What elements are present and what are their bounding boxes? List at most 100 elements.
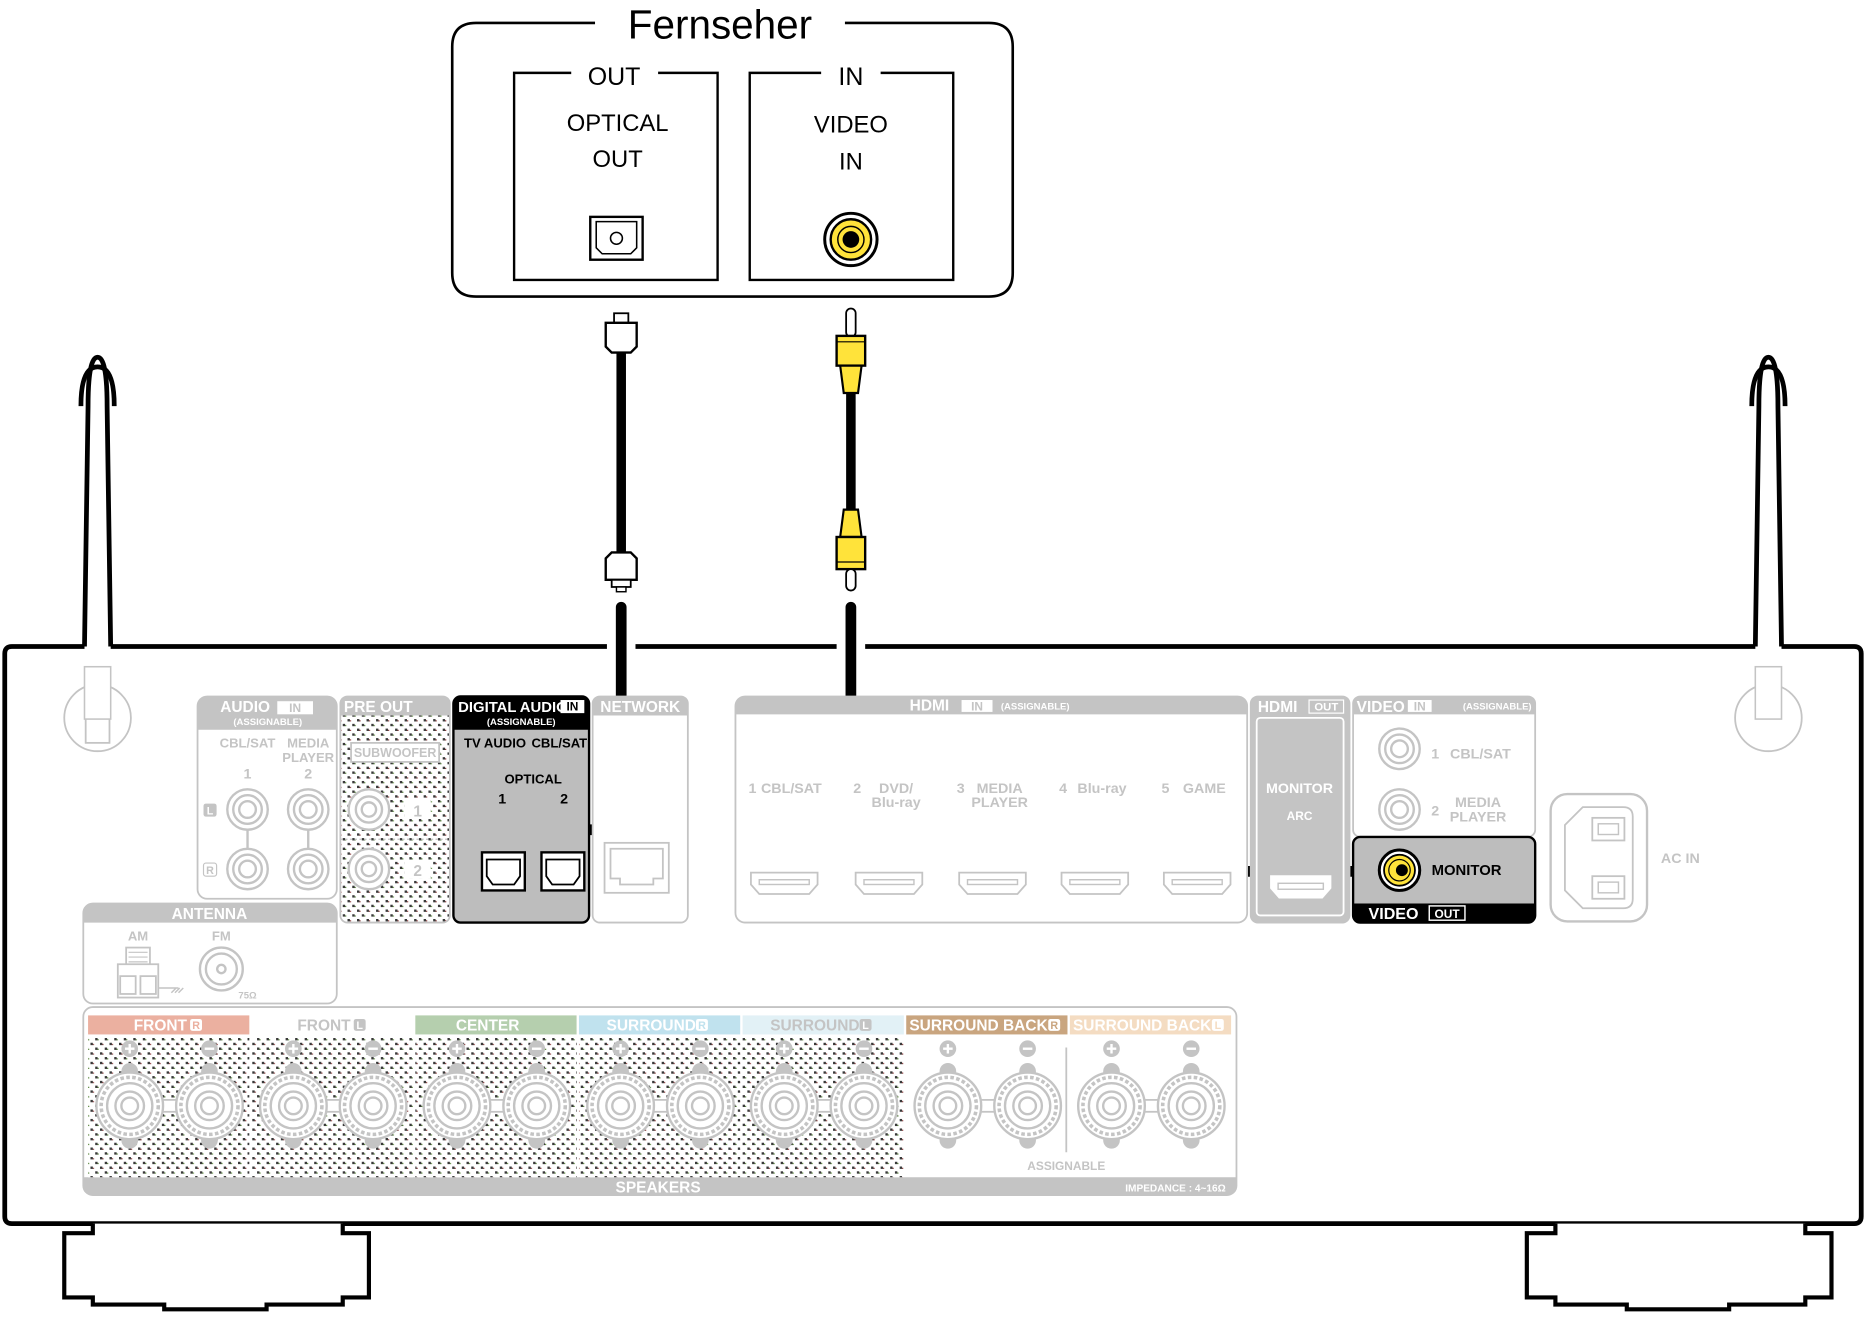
speakers-title: SPEAKERS [616, 1180, 701, 1197]
speaker-terminal-minus[interactable] [665, 1040, 735, 1149]
foot-left [62, 1223, 371, 1312]
video-in-panel: VIDEO IN (ASSIGNABLE) 1 CBL/SAT 2 MEDIA … [1352, 695, 1537, 838]
wireless-antenna-right [1734, 354, 1803, 753]
rca-jack-subwoofer-2[interactable] [347, 847, 391, 891]
hdmi-in-port-label-line2: Blu-ray [872, 795, 921, 811]
speaker-terminal-plus[interactable] [258, 1040, 328, 1149]
video-in-port1-label: CBL/SAT [1450, 746, 1511, 762]
tv-out-group-outline [512, 71, 719, 282]
speaker-channel-side: L [1215, 1020, 1222, 1032]
rca-jack-audio-1l[interactable] [226, 788, 269, 831]
speaker-terminal-minus[interactable] [502, 1040, 572, 1149]
speaker-terminal-plus[interactable] [913, 1040, 983, 1149]
rca-jack-subwoofer-1[interactable] [347, 788, 391, 831]
digital-audio-in-panel: DIGITAL AUDIO IN (ASSIGNABLE) TV AUDIO C… [452, 695, 591, 924]
speaker-terminal-minus[interactable] [829, 1040, 899, 1149]
hdmi-in-port-4[interactable] [1060, 871, 1130, 895]
tv-in-group-outline [748, 71, 955, 282]
speaker-terminal-plus[interactable] [749, 1040, 819, 1149]
hdmi-out-monitor-label: MONITOR [1266, 781, 1334, 797]
tv-outline [450, 21, 1015, 298]
hdmi-out-monitor-port[interactable] [1270, 875, 1332, 899]
hdmi-out-title: HDMI [1258, 699, 1298, 716]
fm-antenna-jack[interactable] [198, 946, 244, 992]
speaker-terminal-minus[interactable] [1156, 1040, 1226, 1149]
video-in-port1-num: 1 [1431, 746, 1439, 762]
audio-in-right-badge: R [206, 865, 214, 877]
audio-in-col2-label-line1: MEDIA [287, 736, 330, 751]
audio-in-col2-label-line2: PLAYER [282, 750, 334, 765]
video-in-port2-num: 2 [1431, 803, 1439, 819]
hdmi-in-port-label-line1: MEDIA [977, 781, 1023, 797]
ac-in-socket[interactable] [1549, 792, 1649, 923]
video-out-monitor-label: MONITOR [1432, 863, 1502, 879]
hdmi-in-port-3[interactable] [958, 871, 1027, 895]
video-in-port2-label-line1: MEDIA [1455, 795, 1501, 811]
speaker-channel-name: FRONT [297, 1017, 351, 1034]
hdmi-in-port-label-line1: Blu-ray [1077, 781, 1126, 797]
audio-in-panel: AUDIO IN (ASSIGNABLE) CBL/SAT MEDIA PLAY… [196, 695, 338, 900]
video-out-title: VIDEO [1369, 905, 1419, 923]
ac-in-label: AC IN [1661, 851, 1700, 867]
rca-jack-audio-2l[interactable] [286, 788, 330, 831]
hdmi-in-subtitle: (ASSIGNABLE) [1001, 702, 1070, 713]
optical-plug-top [604, 312, 638, 354]
hdmi-in-port-2[interactable] [854, 871, 924, 895]
am-antenna-terminal[interactable] [116, 946, 184, 999]
pre-out-num2: 2 [413, 863, 422, 880]
audio-in-num2: 2 [304, 767, 312, 783]
speaker-terminal-minus[interactable] [993, 1040, 1063, 1149]
tv-in-label-line1: VIDEO [814, 111, 888, 138]
speaker-terminal-plus[interactable] [1076, 1040, 1147, 1149]
speakers-panel: SPEAKERS IMPEDANCE : 4~16Ω ASSIGNABLE FR… [82, 1006, 1238, 1197]
speaker-channel-side: R [698, 1020, 706, 1032]
hdmi-in-port-num: 4 [1059, 781, 1067, 797]
audio-in-col1-label: CBL/SAT [220, 736, 276, 751]
speaker-terminal-plus[interactable] [95, 1040, 165, 1149]
audio-in-badge: IN [289, 701, 301, 715]
digital-audio-in-num1: 1 [498, 792, 506, 808]
speaker-channel-name: SURROUND [770, 1017, 859, 1034]
hdmi-in-port-label-line2: PLAYER [971, 795, 1028, 811]
antenna-am-label: AM [128, 928, 148, 943]
digital-audio-in-num2: 2 [560, 792, 568, 808]
hdmi-in-port-1[interactable] [750, 871, 819, 895]
tv-optical-out-port[interactable] [589, 215, 644, 261]
rca-jack-video-in-1[interactable] [1378, 727, 1421, 771]
audio-in-num1: 1 [244, 767, 252, 783]
hdmi-in-port-num: 2 [853, 781, 861, 797]
video-out-badge: OUT [1435, 907, 1461, 921]
hdmi-out-arc-label: ARC [1287, 809, 1313, 823]
speaker-channel-side: R [1050, 1020, 1058, 1032]
video-in-badge: IN [1414, 700, 1426, 714]
video-out-monitor-jack[interactable] [1377, 848, 1422, 892]
speaker-terminal-plus[interactable] [586, 1040, 656, 1149]
optical-port-2[interactable] [540, 851, 586, 892]
tv-in-label-line2: IN [839, 148, 863, 175]
ethernet-port[interactable] [603, 841, 670, 894]
network-panel: NETWORK [591, 695, 689, 924]
speaker-channel-label: CENTER [415, 1015, 577, 1035]
speaker-terminal-minus[interactable] [338, 1040, 408, 1149]
optical-port-1[interactable] [480, 851, 527, 892]
speaker-terminal-plus[interactable] [422, 1040, 492, 1149]
video-in-subtitle: (ASSIGNABLE) [1463, 702, 1532, 713]
rca-jack-video-in-2[interactable] [1378, 788, 1421, 831]
rca-jack-audio-1r[interactable] [226, 847, 269, 891]
rca-jack-audio-2r[interactable] [286, 847, 330, 891]
hdmi-in-badge: IN [971, 700, 983, 714]
speaker-channel-side: L [862, 1020, 869, 1032]
digital-audio-in-col2-label: CBL/SAT [531, 736, 587, 751]
pre-out-subwoofer-label: SUBWOOFER [354, 746, 437, 760]
tv-device: Fernseher OUT OPTICAL OUT IN VIDEO IN [450, 1, 1015, 298]
tv-video-in-port[interactable] [823, 211, 879, 268]
hdmi-in-port-5[interactable] [1162, 871, 1232, 895]
speaker-terminal-minus[interactable] [174, 1040, 244, 1149]
